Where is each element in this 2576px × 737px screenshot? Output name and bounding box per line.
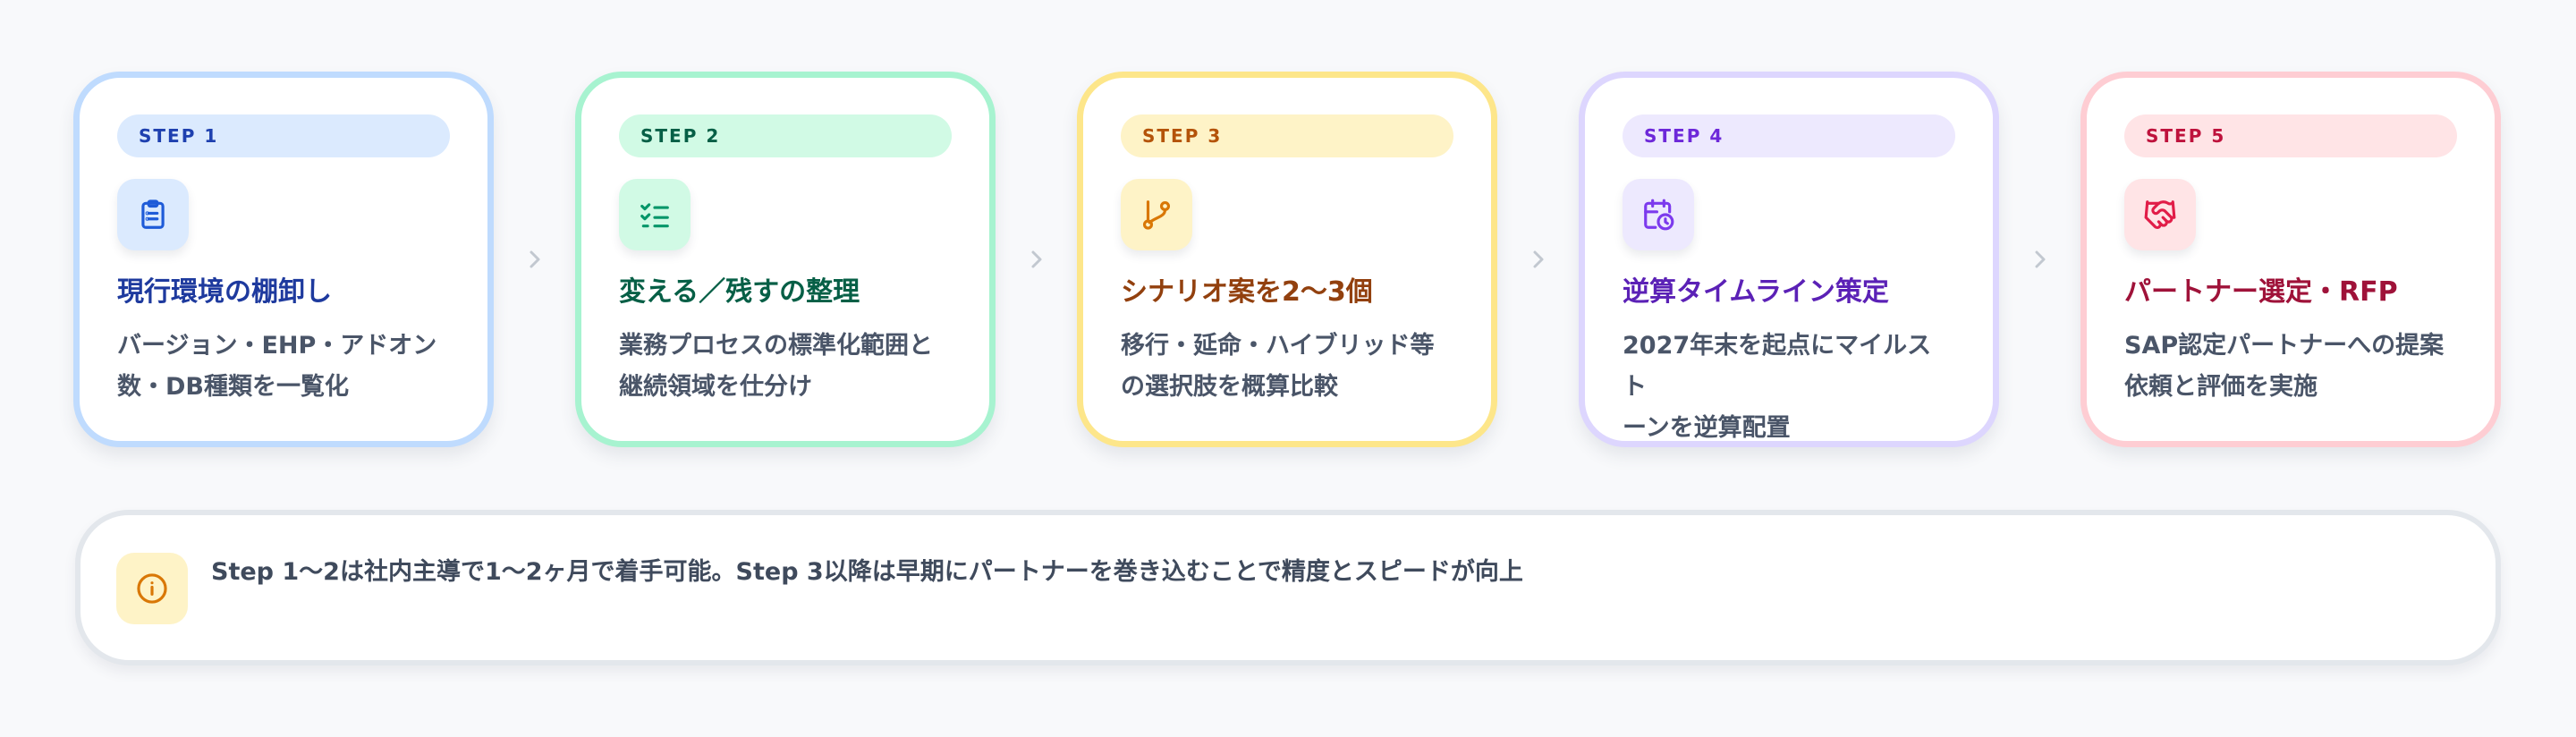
step-description: SAP認定パートナーへの提案 依頼と評価を実施: [2124, 326, 2457, 408]
step-card-4: STEP 4 逆算タイムライン策定 2027年末を起点にマイルスト ーンを逆算配…: [1579, 72, 1999, 447]
step-description-line: 依頼と評価を実施: [2124, 373, 2318, 401]
chevron-right-icon: [1497, 72, 1579, 447]
step-card-2: STEP 2 変える／残すの整理 業務プロセスの標準化範囲と 継続領域を仕分け: [575, 72, 996, 447]
checklist-icon: [619, 179, 691, 250]
step-description-line: の選択肢を概算比較: [1121, 373, 1338, 401]
step-card-1: STEP 1 現行環境の棚卸し バージョン・EHP・アドオン 数・DB種類を一覧…: [73, 72, 494, 447]
info-note: Step 1〜2は社内主導で1〜2ヶ月で着手可能。Step 3以降は早期にパート…: [75, 510, 2501, 665]
step-badge: STEP 1: [117, 114, 450, 157]
handshake-icon: [2124, 179, 2196, 250]
info-icon: [116, 553, 188, 624]
step-description: 2027年末を起点にマイルスト ーンを逆算配置: [1623, 326, 1955, 449]
step-card-3: STEP 3 シナリオ案を2〜3個 移行・延命・ハイブリッド等 の選択肢を概算比…: [1077, 72, 1497, 447]
chevron-right-icon: [996, 72, 1077, 447]
step-description: 業務プロセスの標準化範囲と 継続領域を仕分け: [619, 326, 952, 408]
chevron-right-icon: [494, 72, 575, 447]
git-branch-icon: [1121, 179, 1192, 250]
step-badge: STEP 4: [1623, 114, 1955, 157]
step-title: シナリオ案を2〜3個: [1121, 276, 1373, 308]
step-description: バージョン・EHP・アドオン 数・DB種類を一覧化: [117, 326, 450, 408]
step-description-line: 継続領域を仕分け: [619, 373, 812, 401]
calendar-clock-icon: [1623, 179, 1694, 250]
step-description-line: 移行・延命・ハイブリッド等: [1121, 332, 1435, 360]
step-flow: STEP 1 現行環境の棚卸し バージョン・EHP・アドオン 数・DB種類を一覧…: [73, 72, 2503, 447]
step-badge: STEP 2: [619, 114, 952, 157]
clipboard-list-icon: [117, 179, 189, 250]
step-title: 逆算タイムライン策定: [1623, 276, 1889, 308]
step-badge: STEP 5: [2124, 114, 2457, 157]
chevron-right-icon: [1999, 72, 2080, 447]
step-description-line: 2027年末を起点にマイルスト: [1623, 332, 1932, 401]
info-note-text: Step 1〜2は社内主導で1〜2ヶ月で着手可能。Step 3以降は早期にパート…: [211, 558, 1523, 586]
step-description-line: 数・DB種類を一覧化: [117, 373, 349, 401]
step-title: 現行環境の棚卸し: [117, 276, 332, 308]
step-title: 変える／残すの整理: [619, 276, 860, 308]
step-description-line: ーンを逆算配置: [1623, 414, 1791, 442]
step-title: パートナー選定・RFP: [2124, 276, 2398, 308]
step-card-5: STEP 5 パートナー選定・RFP SAP認定パートナーへの提案 依頼と評価を…: [2080, 72, 2501, 447]
step-description-line: バージョン・EHP・アドオン: [117, 332, 437, 360]
step-description-line: 業務プロセスの標準化範囲と: [619, 332, 933, 360]
step-description: 移行・延命・ハイブリッド等 の選択肢を概算比較: [1121, 326, 1453, 408]
step-badge: STEP 3: [1121, 114, 1453, 157]
step-description-line: SAP認定パートナーへの提案: [2124, 332, 2445, 360]
